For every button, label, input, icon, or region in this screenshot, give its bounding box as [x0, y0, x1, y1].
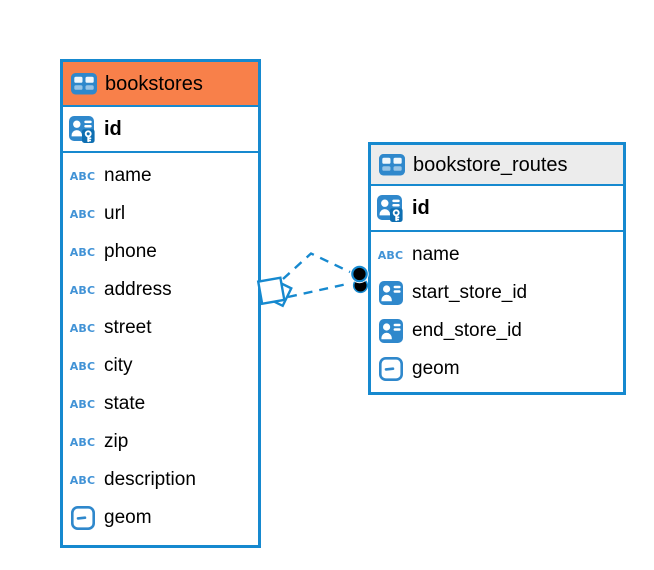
relationship-line[interactable]	[282, 252, 351, 280]
column-name: description	[104, 469, 196, 490]
column-row[interactable]: id	[63, 107, 258, 153]
text-type-icon: ABC	[377, 248, 404, 262]
column-name: geom	[104, 507, 152, 528]
column-name: city	[104, 355, 133, 376]
column-name: street	[104, 317, 152, 338]
column-name: url	[104, 203, 126, 224]
column-row[interactable]: ABC state	[63, 385, 258, 423]
column-name: start_store_id	[412, 282, 528, 303]
column-name: state	[104, 393, 146, 414]
column-name: end_store_id	[412, 320, 522, 341]
column-row[interactable]: ABC city	[63, 347, 258, 385]
column-name: geom	[412, 358, 460, 379]
foreign-key-icon	[377, 281, 404, 305]
column-row[interactable]: id	[371, 186, 623, 232]
column-row[interactable]: ABC url	[63, 195, 258, 233]
foreign-key-icon	[377, 319, 404, 343]
column-row[interactable]: ABC street	[63, 309, 258, 347]
relationship-diamond-marker[interactable]	[256, 276, 293, 308]
table-bookstore-routes[interactable]: bookstore_routes id ABC name	[368, 142, 626, 395]
relationship-dot-marker[interactable]	[350, 264, 369, 294]
column-row[interactable]: geom	[63, 499, 258, 537]
text-type-icon: ABC	[69, 321, 96, 335]
column-name: zip	[104, 431, 129, 452]
column-row[interactable]: start_store_id	[371, 274, 623, 312]
table-title: bookstores	[105, 72, 203, 95]
text-type-icon: ABC	[69, 473, 96, 487]
column-row[interactable]: end_store_id	[371, 312, 623, 350]
text-type-icon: ABC	[69, 169, 96, 183]
table-header[interactable]: bookstore_routes	[371, 145, 623, 186]
geometry-type-icon	[69, 506, 96, 530]
primary-key-icon	[69, 115, 96, 143]
column-name: name	[412, 244, 460, 265]
table-header[interactable]: bookstores	[63, 62, 258, 107]
column-name: id	[104, 117, 122, 140]
text-type-icon: ABC	[69, 397, 96, 411]
table-bookstores[interactable]: bookstores id ABC name	[60, 59, 261, 548]
column-row[interactable]: geom	[371, 350, 623, 388]
text-type-icon: ABC	[69, 435, 96, 449]
primary-key-icon	[377, 194, 404, 222]
column-list: ABC name ABC url ABC phone ABC address A…	[63, 153, 258, 537]
text-type-icon: ABC	[69, 283, 96, 297]
table-icon	[70, 72, 97, 95]
table-title: bookstore_routes	[413, 153, 568, 176]
text-type-icon: ABC	[69, 207, 96, 221]
column-name: phone	[104, 241, 157, 262]
column-name: id	[412, 196, 430, 219]
column-row[interactable]: ABC name	[63, 157, 258, 195]
column-row[interactable]: ABC address	[63, 271, 258, 309]
column-row[interactable]: ABC description	[63, 461, 258, 499]
relationship-line[interactable]	[287, 282, 348, 299]
text-type-icon: ABC	[69, 245, 96, 259]
column-name: address	[104, 279, 172, 300]
table-icon	[378, 153, 405, 176]
column-row[interactable]: ABC name	[371, 236, 623, 274]
text-type-icon: ABC	[69, 359, 96, 373]
column-name: name	[104, 165, 152, 186]
column-row[interactable]: ABC zip	[63, 423, 258, 461]
column-row[interactable]: ABC phone	[63, 233, 258, 271]
column-list: ABC name start_store_id	[371, 232, 623, 388]
geometry-type-icon	[377, 357, 404, 381]
